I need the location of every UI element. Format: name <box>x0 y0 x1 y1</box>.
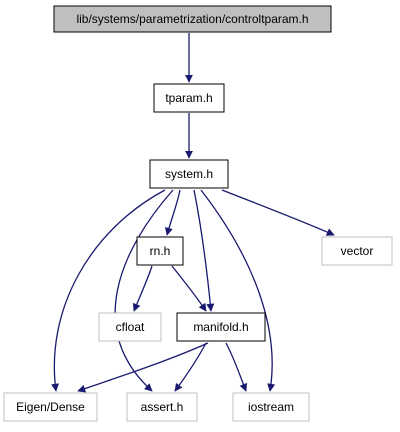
node-box-system <box>149 159 229 189</box>
node-iostream: iostream <box>232 392 310 422</box>
node-box-assert <box>126 392 198 422</box>
node-label-eigen: Eigen/Dense <box>16 400 85 414</box>
edge-rn-to-cfloat <box>132 265 153 312</box>
edge-system-to-rn <box>164 189 181 236</box>
node-box-manifold <box>176 312 266 342</box>
node-label-assert: assert.h <box>141 400 184 414</box>
node-box-vector <box>321 236 393 266</box>
edge-manifold-to-assert <box>174 342 207 392</box>
node-box-rn <box>136 236 184 266</box>
node-label-system: system.h <box>165 167 213 181</box>
edge-system-to-vector <box>221 189 335 236</box>
nodes-layer: lib/systems/parametrization/controltpara… <box>3 5 393 422</box>
edge-system-to-iostream <box>200 189 276 392</box>
node-label-iostream: iostream <box>248 400 294 414</box>
node-label-rn: rn.h <box>150 244 171 258</box>
edge-system-to-eigen <box>51 189 166 392</box>
node-cfloat: cfloat <box>98 312 162 342</box>
node-box-controltparam <box>53 5 332 33</box>
node-label-manifold: manifold.h <box>193 320 248 334</box>
node-box-tparam <box>153 83 225 113</box>
node-tparam[interactable]: tparam.h <box>153 83 225 113</box>
node-system[interactable]: system.h <box>149 159 229 189</box>
edges-layer <box>51 33 335 393</box>
edge-rn-to-manifold <box>171 265 207 312</box>
node-label-controltparam: lib/systems/parametrization/controltpara… <box>76 12 308 26</box>
edge-manifold-to-iostream <box>225 342 248 392</box>
node-manifold[interactable]: manifold.h <box>176 312 266 342</box>
edge-manifold-to-eigen <box>77 342 209 393</box>
node-rn[interactable]: rn.h <box>136 236 184 266</box>
node-controltparam: lib/systems/parametrization/controltpara… <box>53 5 332 33</box>
node-label-vector: vector <box>341 244 374 258</box>
node-assert: assert.h <box>126 392 198 422</box>
node-eigen: Eigen/Dense <box>3 392 98 422</box>
node-vector: vector <box>321 236 393 266</box>
edge-system-to-assert <box>114 189 174 392</box>
edge-system-to-manifold <box>193 189 215 312</box>
node-label-cfloat: cfloat <box>116 320 145 334</box>
node-box-iostream <box>232 392 310 422</box>
node-label-tparam: tparam.h <box>165 91 212 105</box>
node-box-eigen <box>3 392 98 422</box>
node-box-cfloat <box>98 312 162 342</box>
